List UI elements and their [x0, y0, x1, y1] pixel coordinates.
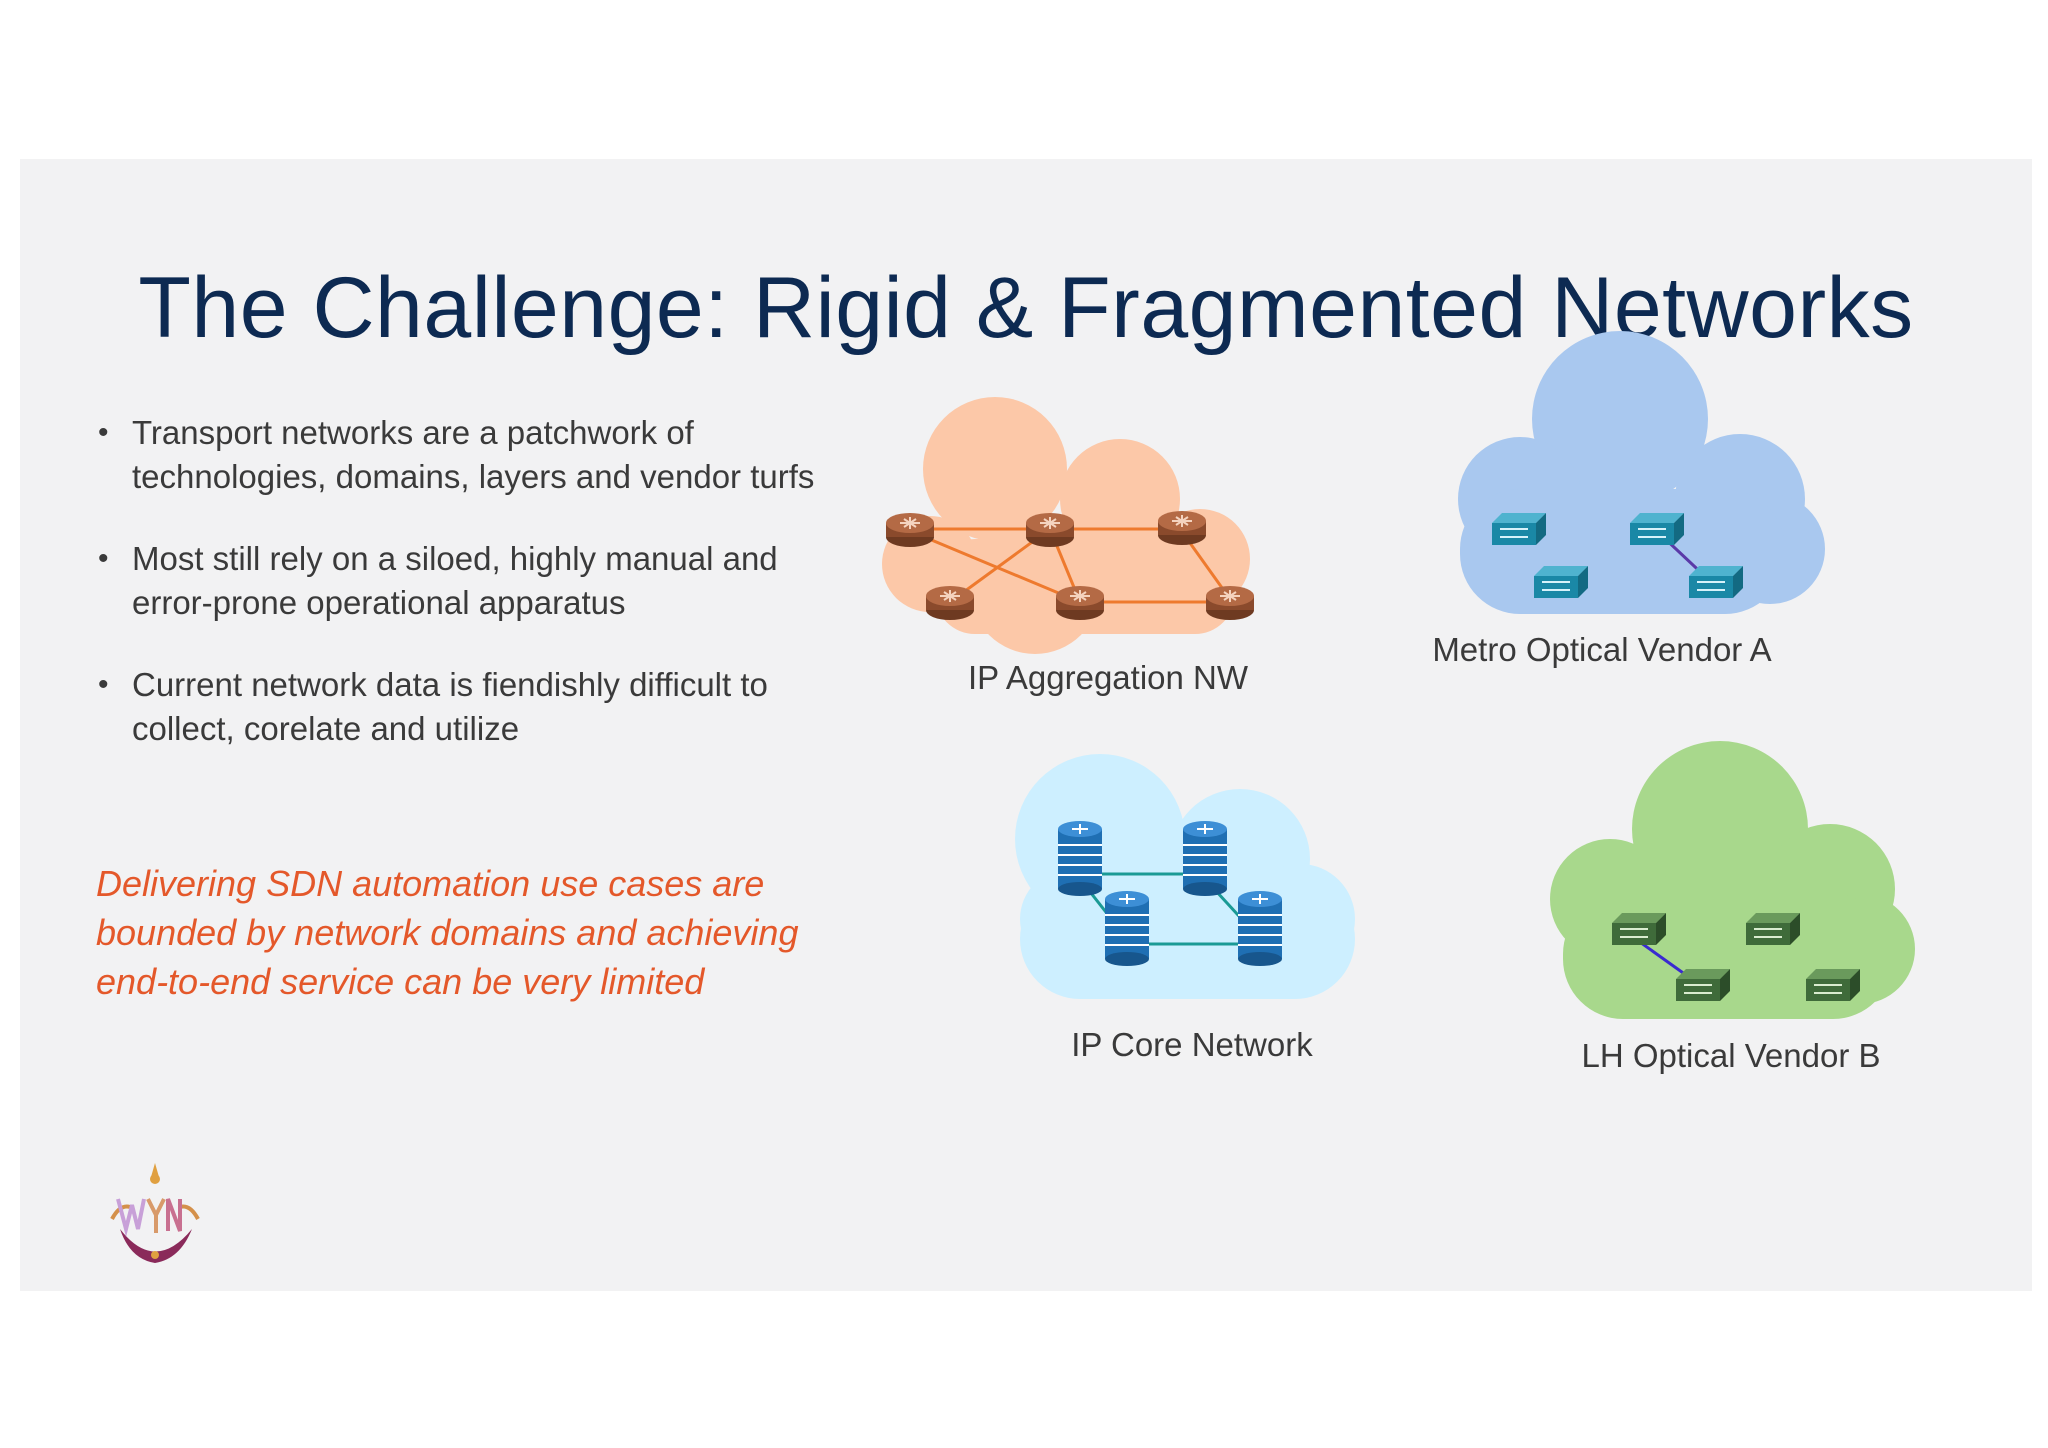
metro-optical-cloud: Metro Optical Vendor A — [1432, 331, 1825, 668]
bullet-list: Transport networks are a patchwork of te… — [82, 411, 842, 789]
ip-core-cloud: IP Core Network — [1015, 754, 1355, 1063]
cloud-label: LH Optical Vendor B — [1582, 1037, 1881, 1074]
bullet-item: Most still rely on a siloed, highly manu… — [82, 537, 842, 625]
callout-text: Delivering SDN automation use cases are … — [96, 863, 799, 1002]
bullet-item: Transport networks are a patchwork of te… — [82, 411, 842, 499]
cloud-label: IP Aggregation NW — [968, 659, 1249, 696]
lh-optical-cloud: LH Optical Vendor B — [1550, 741, 1915, 1074]
network-diagram: IP Aggregation NW Metro Optical Vendor A — [882, 331, 1915, 1074]
bullet-item: Current network data is fiendishly diffi… — [82, 663, 842, 751]
cloud-label: Metro Optical Vendor A — [1432, 631, 1771, 668]
cloud-label: IP Core Network — [1071, 1026, 1313, 1063]
mynog-logo — [110, 1163, 200, 1263]
ip-aggregation-cloud: IP Aggregation NW — [882, 397, 1255, 696]
slide: The Challenge: Rigid & Fragmented Networ… — [20, 159, 2032, 1291]
